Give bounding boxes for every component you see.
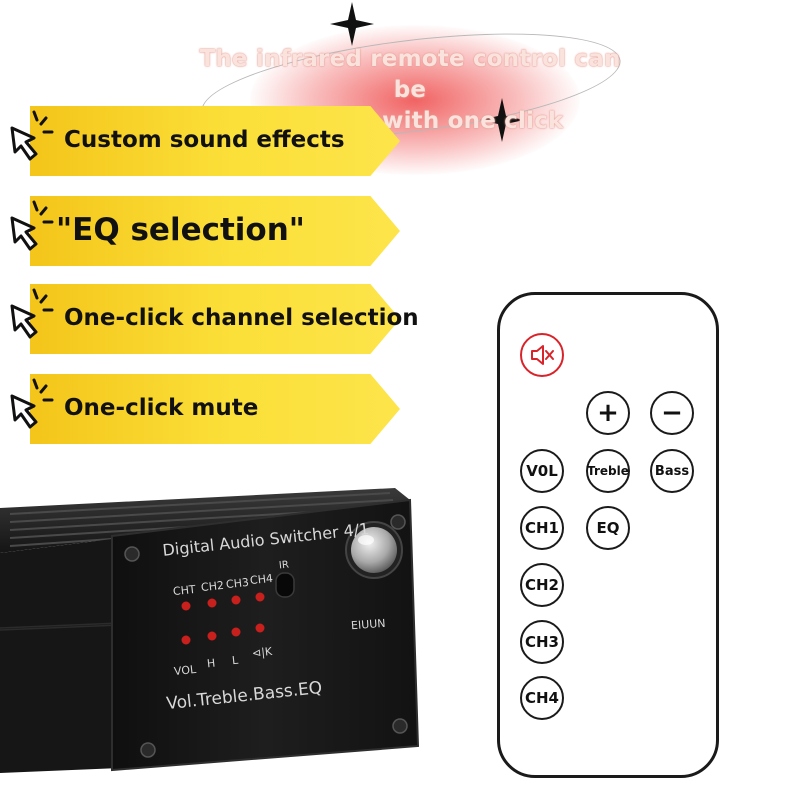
- channel-label: CH2: [200, 578, 225, 595]
- mode-label: VOL: [173, 662, 197, 679]
- plus-icon: +: [597, 398, 619, 428]
- eq-button[interactable]: EQ: [586, 506, 630, 550]
- sparkle-icon: [480, 98, 524, 142]
- mode-label: H: [206, 656, 216, 671]
- vol-label: V0L: [526, 462, 558, 480]
- ch4-label: CH4: [525, 689, 559, 707]
- cursor-click-icon: [10, 378, 54, 429]
- vol-button[interactable]: V0L: [520, 449, 564, 493]
- ch2-button[interactable]: CH2: [520, 563, 564, 607]
- cursor-click-icon: [10, 110, 54, 161]
- ir-label: IR: [278, 559, 290, 572]
- mute-icon: [531, 345, 554, 365]
- mode-label: ⊲|K: [251, 644, 273, 661]
- channel-label: CH4: [249, 571, 274, 588]
- mute-button[interactable]: [520, 333, 564, 377]
- treble-button[interactable]: Treble: [586, 449, 630, 493]
- channel-label: CH3: [225, 575, 250, 592]
- headline-line-1: The infrared remote control can be: [199, 46, 621, 103]
- cursor-click-icon: [10, 288, 54, 339]
- knob-label: EIUUN: [350, 616, 386, 633]
- ch3-label: CH3: [525, 633, 559, 651]
- treble-label: Treble: [587, 464, 629, 478]
- bass-label: Bass: [654, 463, 690, 479]
- sparkle-icon: [330, 2, 374, 46]
- eq-label: EQ: [596, 519, 620, 537]
- minus-button[interactable]: −: [650, 391, 694, 435]
- cursor-click-icon: [10, 200, 54, 251]
- ir-remote-control: + − V0L Treble Bass CH1 EQ CH2 CH3 CH4: [497, 292, 719, 778]
- feature-label: One-click mute: [64, 395, 259, 421]
- audio-switcher-device: Digital Audio Switcher 4/1 CHT CH2 CH3 C…: [0, 478, 425, 778]
- device-body: [0, 488, 420, 773]
- feature-label: One-click channel selection: [64, 305, 419, 331]
- ch1-label: CH1: [525, 519, 559, 537]
- plus-button[interactable]: +: [586, 391, 630, 435]
- ch1-button[interactable]: CH1: [520, 506, 564, 550]
- ch4-button[interactable]: CH4: [520, 676, 564, 720]
- minus-icon: −: [661, 398, 683, 428]
- channel-label: CHT: [172, 582, 197, 599]
- mode-label: L: [231, 653, 239, 668]
- ch3-button[interactable]: CH3: [520, 620, 564, 664]
- bass-button[interactable]: Bass: [650, 449, 694, 493]
- ch2-label: CH2: [525, 576, 559, 594]
- feature-label: Custom sound effects: [64, 127, 345, 153]
- feature-label: "EQ selection": [56, 212, 305, 248]
